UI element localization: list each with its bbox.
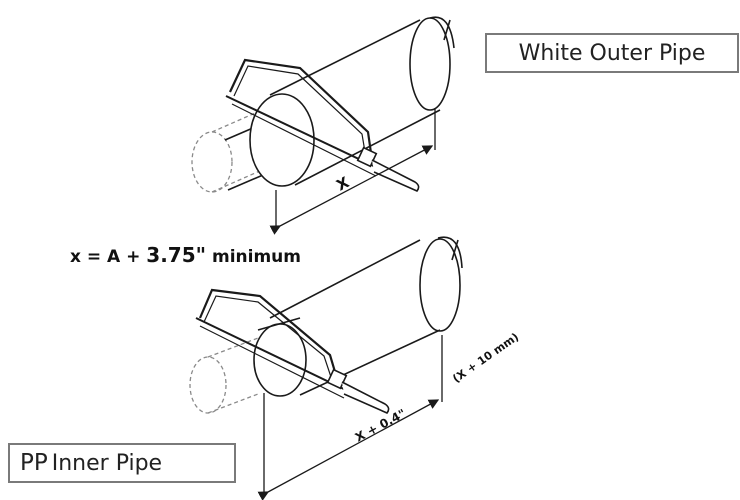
top-dimension-x xyxy=(269,108,436,235)
white-outer-pipe-label: White Outer Pipe xyxy=(485,33,739,73)
dim-x-label: X xyxy=(333,173,352,195)
top-inner-pipe-dashed xyxy=(191,109,263,193)
top-outer-pipe xyxy=(249,16,455,187)
dim-x-plus-mm-label: (X + 10 mm) xyxy=(450,330,521,385)
bottom-outer-pipe xyxy=(269,236,463,396)
inner-pipe-text: Inner Pipe xyxy=(51,450,163,476)
bottom-figure xyxy=(189,236,463,500)
pp-prefix-text: PP xyxy=(20,450,48,476)
bottom-dimension-x-plus xyxy=(257,335,443,500)
formula-value: 3.75" xyxy=(146,243,207,267)
formula-lhs: x = A + xyxy=(70,247,141,267)
pp-inner-pipe-label: PP Inner Pipe xyxy=(8,443,236,483)
bottom-inner-pipe xyxy=(253,317,307,397)
white-outer-pipe-text: White Outer Pipe xyxy=(518,40,706,66)
dim-x-plus-inch-label: X + 0.4" xyxy=(353,406,408,444)
bottom-inner-pipe-dashed xyxy=(189,337,259,414)
formula-tail: minimum xyxy=(211,247,301,267)
cut-length-formula: x = A + 3.75" minimum xyxy=(70,243,301,267)
top-figure xyxy=(191,16,455,235)
